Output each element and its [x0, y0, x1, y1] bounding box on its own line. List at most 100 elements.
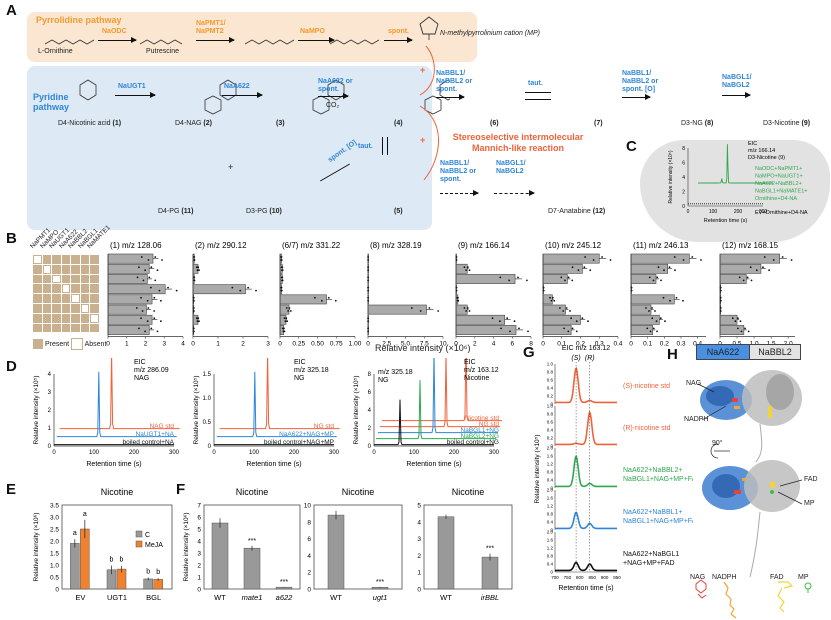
- sig-letter: b: [146, 568, 150, 575]
- y-tick-label: 8: [307, 519, 311, 526]
- y-tick-label: 0: [208, 444, 212, 450]
- data-point: [281, 266, 284, 269]
- data-point: [141, 310, 144, 312]
- sig-letter: a: [83, 511, 87, 518]
- annot-90deg: 90°: [712, 440, 723, 447]
- bar: [455, 274, 516, 284]
- compound-putrescine: Putrescine: [146, 48, 180, 55]
- data-point: [147, 307, 150, 309]
- data-point: [747, 330, 750, 333]
- y-tick-label: 0.4: [547, 562, 554, 567]
- present-swatch: [33, 339, 43, 349]
- data-point: [575, 330, 578, 333]
- y-tick-label: 8: [682, 146, 685, 152]
- legend-nabbl2: NaBBL2: [749, 344, 801, 360]
- bar: [630, 263, 668, 274]
- yeast-cell-shape: [640, 140, 830, 242]
- x-tick-label: 0.3: [676, 341, 685, 348]
- trace: [555, 511, 617, 530]
- x-tick-label: 10: [439, 341, 447, 348]
- x-tick-label: 2: [473, 341, 477, 348]
- data-point: [719, 299, 722, 302]
- enzyme-bgl-a: NaBGL1/NaBGL2: [722, 74, 752, 89]
- subplot-title: (6/7) m/z 331.22: [282, 241, 341, 250]
- dashed-arrow-bbl: [440, 190, 479, 196]
- bar: [719, 325, 745, 335]
- data-point: [781, 256, 784, 258]
- chart-title: Nicotine: [236, 487, 269, 497]
- x-tick-label: 4: [181, 341, 185, 348]
- x-tick-label: 300: [329, 450, 340, 456]
- data-point: [468, 310, 471, 312]
- data-point: [700, 259, 702, 261]
- black-label: EV+Ornithine+D4-NA: [755, 210, 808, 216]
- matrix-cell-present: [71, 274, 80, 284]
- data-point: [571, 279, 574, 282]
- green-trace: [698, 144, 773, 184]
- data-point: [148, 276, 151, 279]
- y-axis-label: Relative intensity (×10⁵): [33, 376, 40, 445]
- mp-ring-structure: [419, 16, 439, 40]
- data-point: [463, 266, 466, 269]
- data-point: [731, 317, 734, 320]
- arrow-bbl-a: [436, 94, 465, 100]
- bar: [455, 263, 468, 274]
- y-tick-label: 0.2: [547, 436, 554, 441]
- matrix-cell-present: [90, 323, 99, 333]
- data-point: [581, 317, 584, 320]
- data-point: [669, 299, 671, 302]
- trace: [555, 366, 617, 404]
- annot-nadph: NADPH: [684, 416, 709, 423]
- y-tick-label: 0: [682, 204, 685, 210]
- x-tick-label: 0.75: [330, 341, 343, 348]
- matrix-cell-present: [80, 323, 89, 333]
- data-point: [656, 276, 659, 279]
- data-point: [659, 317, 662, 320]
- x-tick-label: 1.00: [349, 341, 362, 348]
- panel-g-chart: EIC m/z 163.12(S)(R)00.20.40.60.81.0(S)-…: [534, 345, 693, 592]
- matrix-cell-present: [42, 294, 51, 303]
- data-point: [465, 310, 468, 312]
- data-point: [457, 296, 459, 299]
- data-point: [142, 279, 145, 282]
- data-point: [738, 276, 741, 279]
- data-point: [508, 279, 511, 282]
- data-point: [255, 289, 257, 292]
- y-tick-label: 6: [682, 161, 685, 167]
- sig-letter: b: [156, 569, 160, 576]
- data-point: [569, 310, 571, 312]
- arrow-bbl-b: [622, 94, 651, 100]
- x-tick-label: ugt1: [373, 593, 388, 602]
- data-point: [746, 276, 749, 279]
- data-point: [664, 320, 666, 323]
- legend-swatch: [135, 530, 143, 538]
- bar: [542, 253, 600, 264]
- data-point: [750, 279, 753, 282]
- y-tick-label: 0: [368, 444, 372, 450]
- data-point: [652, 279, 655, 282]
- data-point: [645, 307, 647, 309]
- x-tick-label: 0: [541, 341, 545, 348]
- x-tick-label: 3: [162, 341, 166, 348]
- y-tick-label: 3: [417, 536, 421, 543]
- data-point: [558, 307, 561, 309]
- subplot-title: (1) m/z 128.06: [110, 241, 162, 250]
- subplot-title: (8) m/z 328.19: [370, 241, 422, 250]
- data-point: [649, 330, 652, 333]
- data-point: [656, 330, 658, 333]
- y-tick-label: 2.5: [50, 527, 59, 534]
- data-point: [587, 320, 589, 323]
- x-tick-label: BGL: [146, 593, 161, 602]
- y-tick-label: 0.8: [547, 512, 554, 517]
- bar: [70, 543, 80, 590]
- data-point: [193, 279, 196, 282]
- bar: [542, 294, 553, 305]
- y-tick-label: 1.6: [547, 496, 554, 501]
- bar: [542, 304, 566, 315]
- ligand-label-fad: FAD: [770, 574, 784, 581]
- x-tick-label: 7.5: [420, 341, 429, 348]
- y-axis-label: Relative intensity (×10⁵): [534, 435, 541, 504]
- trace: [555, 410, 617, 446]
